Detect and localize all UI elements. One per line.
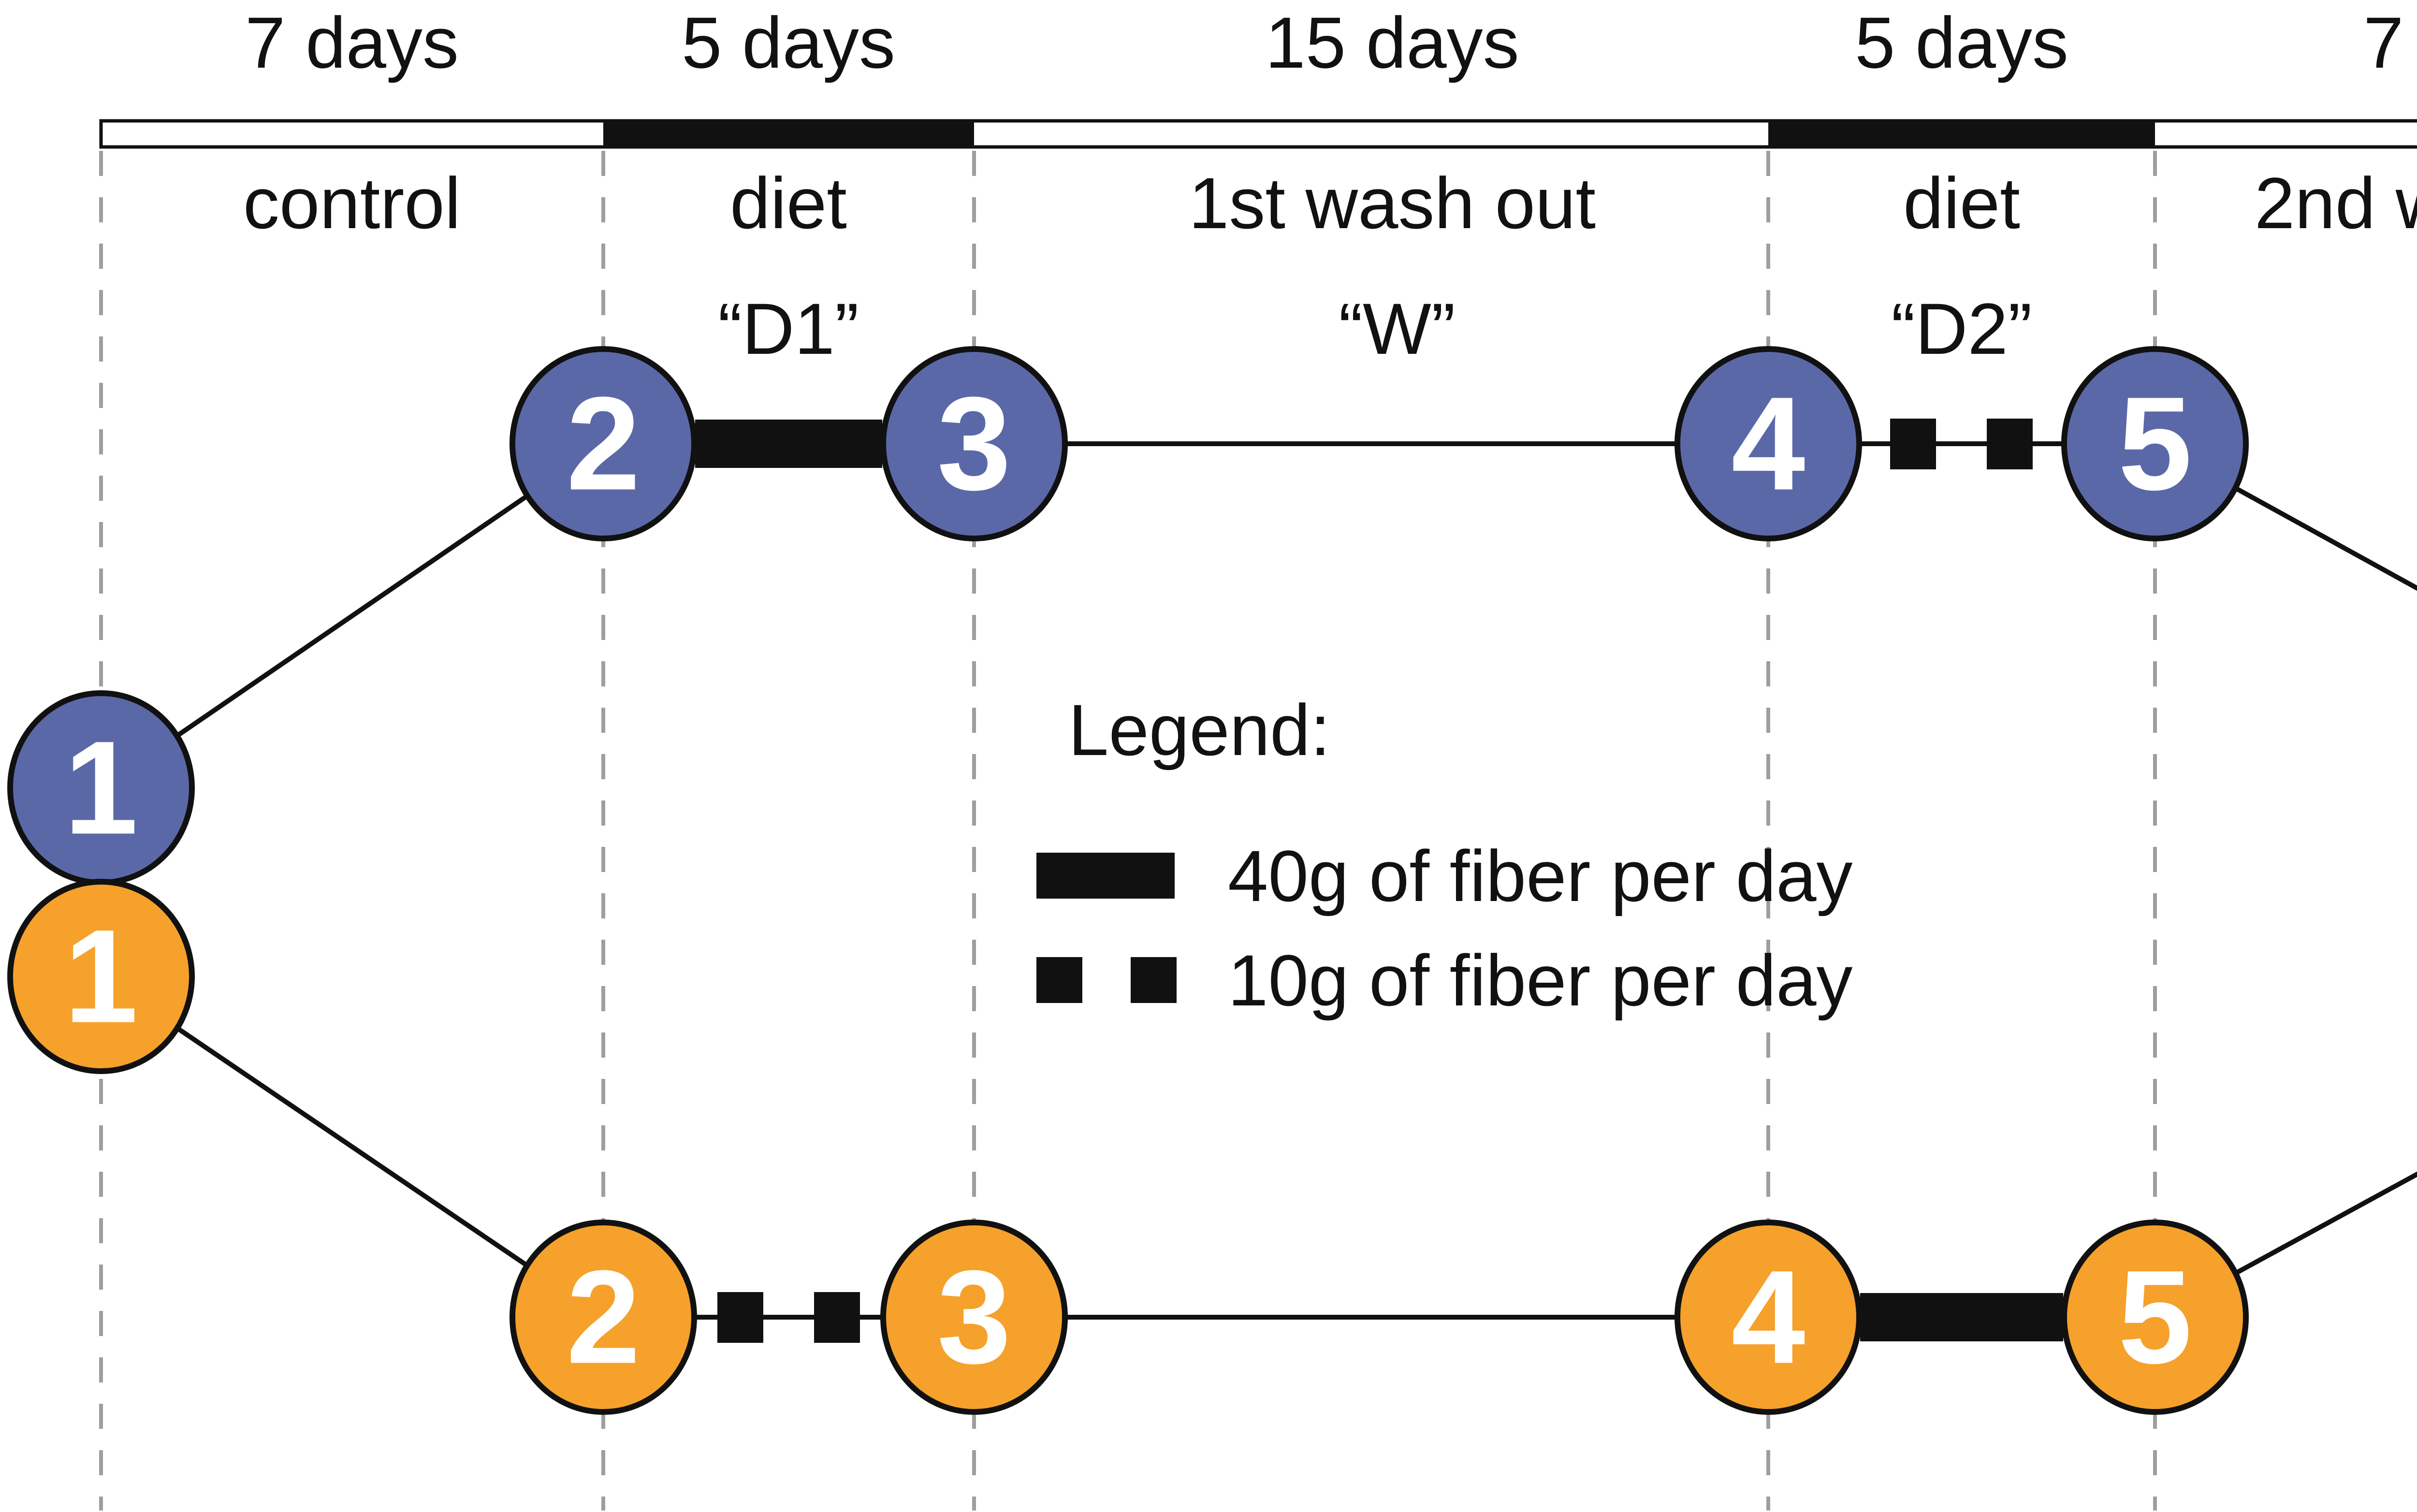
fiber-10g-square [814, 1292, 860, 1343]
duration-label: 15 days [1265, 2, 1519, 83]
phase-label: 1st wash out [1189, 162, 1596, 244]
connector-line [100, 974, 605, 1320]
phase-code-label: “D2” [1891, 288, 2032, 369]
legend-title: Legend: [1068, 689, 1330, 771]
node-number: 3 [937, 1243, 1011, 1392]
node-number: 4 [1732, 370, 1806, 518]
legend-10g-swatch-square [1131, 957, 1177, 1003]
fiber-10g-square [1987, 419, 2033, 469]
phase-label: control [243, 162, 461, 244]
phase-label: 2nd wash out [2255, 162, 2417, 244]
phase-code-label: “W” [1339, 288, 1455, 369]
node-orange-5 [2061, 1220, 2249, 1415]
node-blue-3 [880, 346, 1068, 541]
node-blue-2 [510, 346, 697, 541]
connector-line [2154, 1171, 2417, 1320]
connector-line [2154, 441, 2417, 591]
legend-item-label: 10g of fiber per day [1228, 940, 1853, 1021]
node-number: 5 [2118, 1243, 2192, 1392]
node-number: 1 [64, 714, 138, 862]
connector-line [100, 441, 605, 790]
node-orange-2 [510, 1220, 697, 1415]
diet-segment-d2 [1768, 119, 2155, 148]
node-number: 5 [2118, 370, 2192, 518]
duration-label: 5 days [682, 2, 895, 83]
fiber-10g-square [1890, 419, 1936, 469]
legend: Legend: 40g of fiber per day 10g of fibe… [1036, 689, 1853, 1021]
node-number: 1 [64, 902, 138, 1051]
node-orange-4 [1674, 1220, 1862, 1415]
fiber-10g-square [717, 1292, 763, 1343]
node-number: 3 [937, 370, 1011, 518]
legend-10g-swatch-square [1036, 957, 1082, 1003]
fiber-40g-bar [695, 420, 882, 468]
phase-label: diet [1903, 162, 2020, 244]
node-blue-5 [2061, 346, 2249, 541]
duration-label: 7 days [2363, 2, 2417, 83]
diet-segment-d1 [603, 119, 974, 148]
node-number: 2 [567, 370, 641, 518]
node-orange-3 [880, 1220, 1068, 1415]
phase-label: diet [730, 162, 847, 244]
legend-item-label: 40g of fiber per day [1228, 835, 1853, 916]
phase-code-label: “D1” [718, 288, 859, 369]
legend-40g-swatch [1036, 853, 1175, 899]
fiber-40g-bar [1860, 1293, 2063, 1341]
duration-label: 7 days [245, 2, 459, 83]
node-orange-1 [7, 879, 195, 1074]
node-number: 2 [567, 1243, 641, 1392]
duration-label: 5 days [1855, 2, 2068, 83]
node-blue-4 [1674, 346, 1862, 541]
node-number: 4 [1732, 1243, 1806, 1392]
